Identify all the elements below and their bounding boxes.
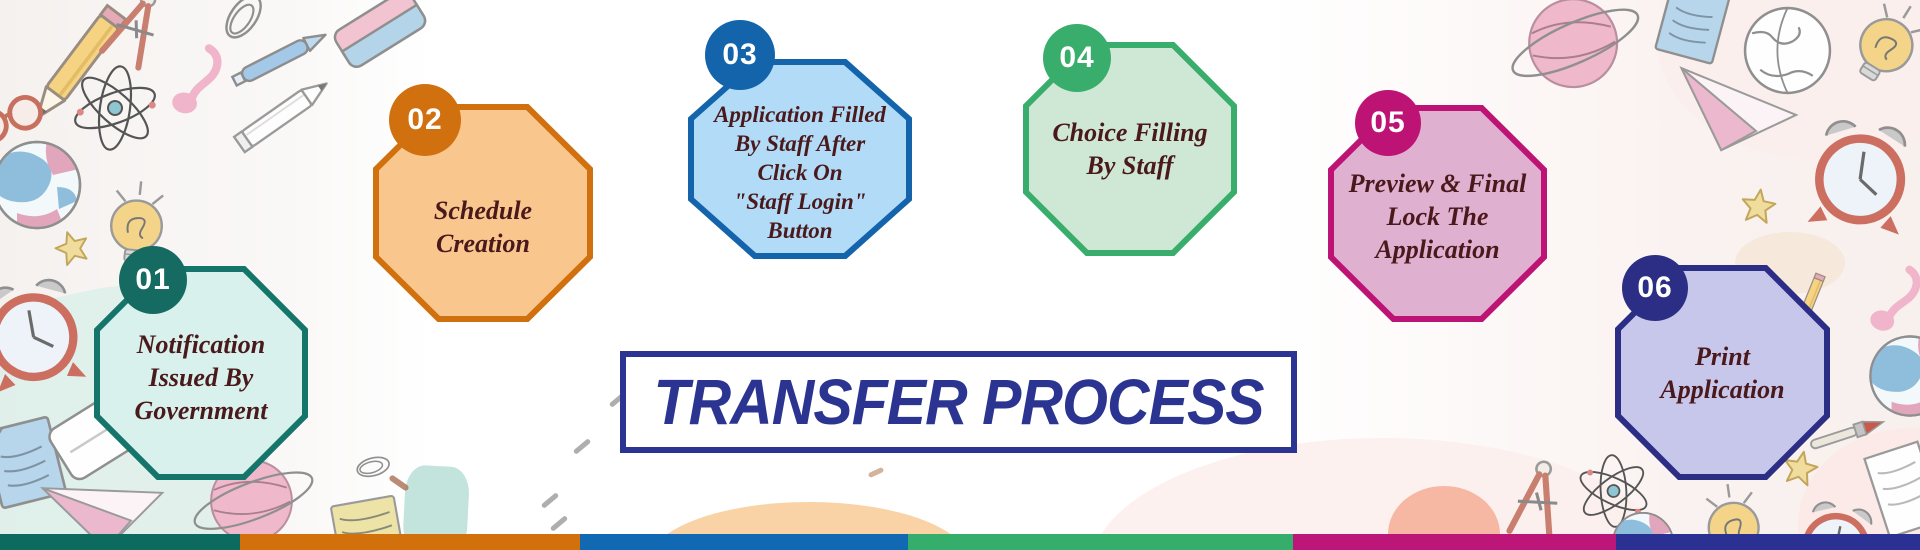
process-step-01: Notification Issued By Government 01 [94,246,308,480]
stripe-segment-orange [240,534,580,550]
step-label: Print Application [1660,341,1785,404]
paperclip-icon [354,453,393,481]
step-number-badge: 01 [119,246,187,314]
banner-title: TRANSFER PROCESS [653,366,1264,438]
octagon-shape [688,59,912,259]
dash-mark [867,466,885,479]
stripe-segment-teal [0,534,240,550]
stripe-segment-green [908,534,1293,550]
step-label: Application Filled By Staff After Click … [714,101,886,243]
planet-icon [1497,0,1653,98]
step-number-badge: 03 [705,20,775,90]
step-label: Schedule Creation [433,196,533,258]
dash-mark [540,492,560,509]
step-number-badge: 04 [1043,24,1111,92]
step-number-badge: 02 [389,84,461,156]
step-number-badge: 05 [1355,90,1421,156]
title-box: TRANSFER PROCESS [620,351,1297,453]
eraser-icon [330,0,430,72]
footer-stripe [0,534,1920,550]
step-label: Choice Filling By Staff [1052,118,1208,180]
stripe-segment-indigo [1616,534,1920,550]
step-number-badge: 06 [1622,255,1688,321]
star-icon [1738,186,1779,225]
alarm-clock-icon [0,263,99,399]
process-step-06: Print Application 06 [1615,255,1830,480]
process-step-03: Application Filled By Staff After Click … [688,20,912,259]
stripe-segment-blue [580,534,908,550]
step-label: Preview & Final Lock The Application [1348,169,1527,264]
dash-mark [549,515,569,532]
alarm-clock-icon [1794,104,1920,241]
process-step-02: Schedule Creation 02 [373,84,593,322]
step-label: Notification Issued By Government [134,329,268,425]
process-step-05: Preview & Final Lock The Application 05 [1328,90,1547,322]
process-step-04: Choice Filling By Staff 04 [1023,24,1237,256]
stripe-segment-magenta [1293,534,1616,550]
globe-icon [0,135,92,235]
dash-mark [572,438,592,455]
